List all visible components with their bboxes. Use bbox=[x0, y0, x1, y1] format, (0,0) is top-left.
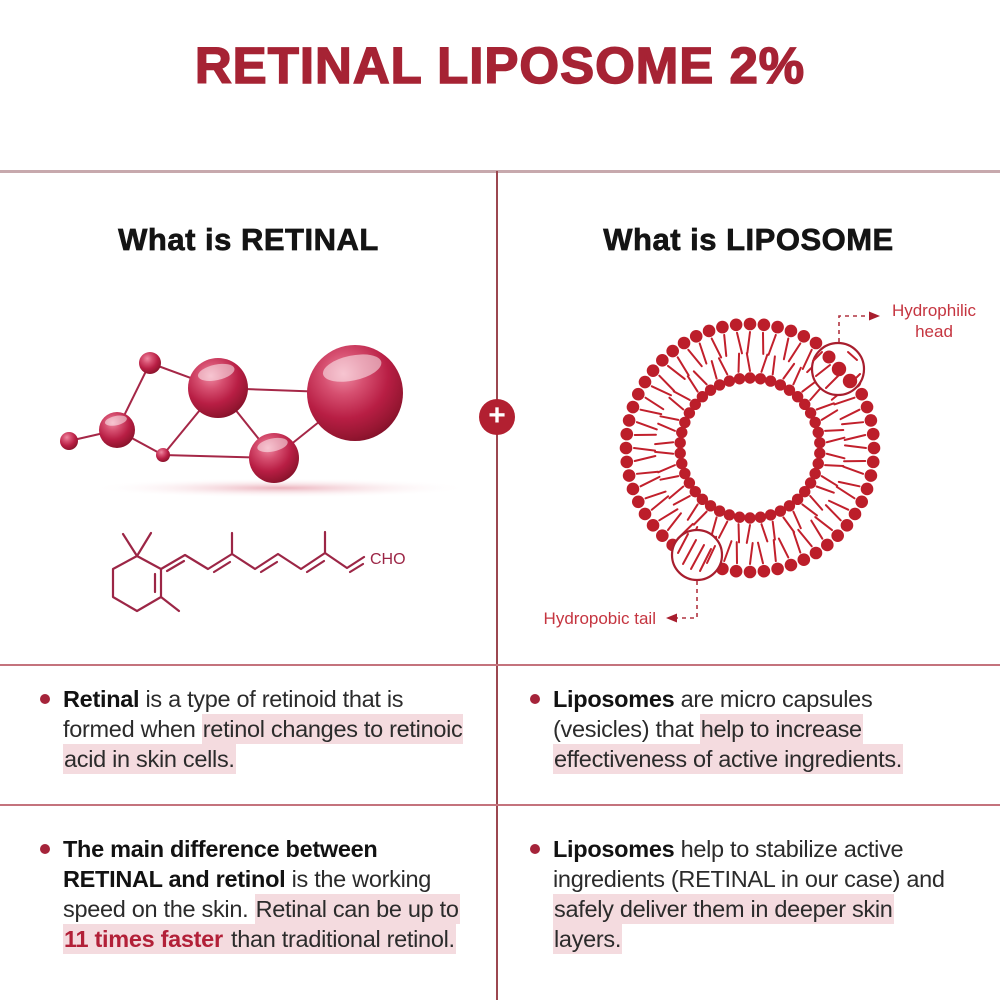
liposome-bilayer-ring bbox=[619, 317, 881, 579]
right-column-heading: What is LIPOSOME bbox=[603, 222, 894, 258]
bullet-text: The main difference between RETINAL and … bbox=[63, 834, 475, 954]
polyene-chain bbox=[159, 551, 366, 571]
hydrophobic-tail-label: Hydropobic tail bbox=[543, 609, 656, 628]
liposome-benefit-bullet: Liposomes help to stabilize active ingre… bbox=[530, 834, 985, 954]
plus-icon: + bbox=[479, 399, 515, 435]
molecule-shadow bbox=[90, 478, 470, 498]
bullet-text: Liposomes are micro capsules (vesicles) … bbox=[553, 684, 965, 774]
hydrophilic-head-magnifier bbox=[810, 341, 866, 397]
text-segment: The main difference between RETINAL and … bbox=[63, 836, 378, 892]
hydrophilic-head-label: Hydrophilic head bbox=[891, 301, 977, 341]
middle-divider-2 bbox=[0, 804, 1000, 806]
liposome-diagram bbox=[619, 311, 881, 623]
text-segment: than traditional retinol. bbox=[223, 924, 456, 954]
text-segment: Liposomes bbox=[553, 686, 675, 712]
cyclohexene-ring bbox=[111, 554, 163, 613]
vertical-divider bbox=[496, 171, 498, 1000]
cho-group-label: CHO bbox=[370, 551, 406, 568]
text-segment: help to stabilize active ingredients (RE… bbox=[553, 836, 945, 892]
molecule-atom-spheres bbox=[60, 345, 403, 483]
retinal-vs-retinol-bullet: The main difference between RETINAL and … bbox=[40, 834, 485, 954]
hydrophilic-pointer bbox=[838, 311, 880, 342]
text-segment: 11 times faster bbox=[63, 924, 224, 954]
page-title: RETINAL LIPOSOME 2% bbox=[194, 36, 806, 95]
arrow-right-icon bbox=[869, 311, 880, 321]
bullet-dot bbox=[530, 844, 540, 854]
retinal-definition-bullet: Retinal is a type of retinoid that is fo… bbox=[40, 684, 485, 774]
text-segment: is a type of retinoid that is formed whe… bbox=[63, 686, 404, 742]
text-segment: is the working speed on the skin. bbox=[63, 866, 432, 922]
hydrophobic-tail-magnifier bbox=[670, 528, 724, 582]
top-divider bbox=[0, 170, 1000, 173]
bullet-dot bbox=[530, 694, 540, 704]
bullet-text: Liposomes help to stabilize active ingre… bbox=[553, 834, 965, 954]
middle-divider-1 bbox=[0, 664, 1000, 666]
bullet-dot bbox=[40, 844, 50, 854]
bullet-text: Retinal is a type of retinoid that is fo… bbox=[63, 684, 475, 774]
liposome-definition-bullet: Liposomes are micro capsules (vesicles) … bbox=[530, 684, 985, 774]
text-segment: Retinal can be up to bbox=[254, 894, 460, 924]
text-segment: are micro capsules (vesicles) that bbox=[553, 686, 873, 742]
hydrophobic-pointer bbox=[666, 581, 698, 623]
bullet-dot bbox=[40, 694, 50, 704]
retinal-chemical-structure: CHO bbox=[111, 530, 406, 613]
arrow-left-icon bbox=[666, 613, 677, 623]
text-segment: Retinal bbox=[63, 686, 140, 712]
left-column-heading: What is RETINAL bbox=[118, 222, 379, 258]
retinal-molecule-illustration bbox=[60, 345, 470, 498]
text-segment: Liposomes bbox=[553, 836, 675, 862]
text-segment: safely deliver them in deeper skin layer… bbox=[553, 894, 894, 954]
